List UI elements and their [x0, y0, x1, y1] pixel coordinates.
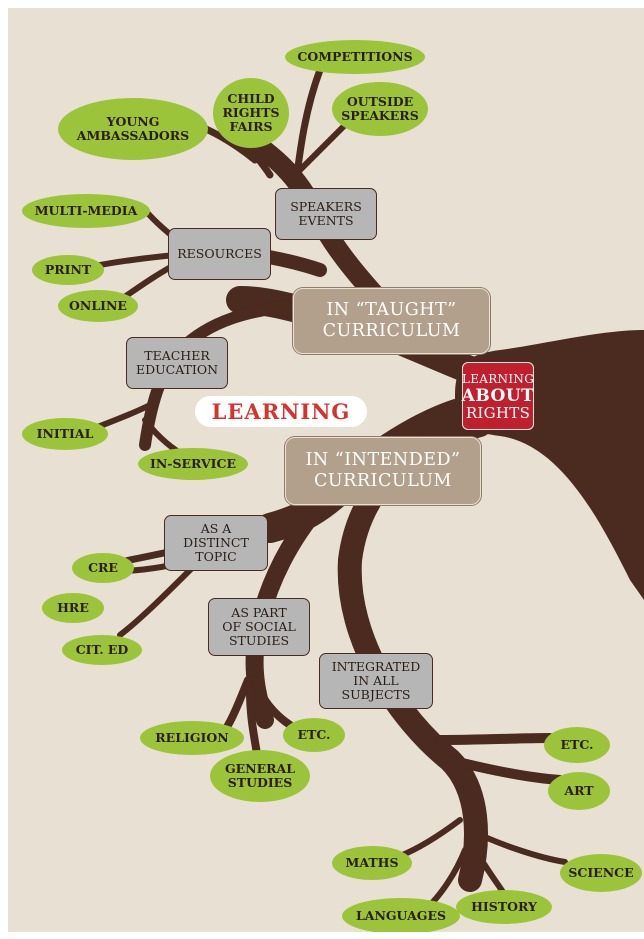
box-taught-curriculum: IN “TAUGHT” CURRICULUM: [293, 288, 490, 354]
leaf-science: SCIENCE: [560, 854, 642, 892]
leaf-young-ambassadors: YOUNG AMBASSADORS: [58, 98, 208, 160]
box-teacher-education: TEACHER EDUCATION: [126, 337, 228, 389]
leaf-history: HISTORY: [456, 890, 552, 924]
center-learning-about-rights: LEARNING ABOUT RIGHTS: [462, 362, 534, 430]
branch-print: [92, 252, 178, 269]
box-resources: RESOURCES: [168, 228, 271, 280]
leaf-maths: MATHS: [332, 846, 412, 880]
box-intended-curriculum: IN “INTENDED” CURRICULUM: [285, 437, 481, 505]
leaf-general-studies: GENERAL STUDIES: [210, 750, 310, 802]
leaf-etc-subjects: ETC.: [544, 727, 610, 763]
center-line-3: RIGHTS: [465, 403, 531, 422]
leaf-cit-ed: CIT. ED: [62, 635, 142, 665]
leaf-in-service: IN-SERVICE: [138, 448, 248, 480]
leaf-multi-media: MULTI-MEDIA: [22, 194, 150, 228]
leaf-art: ART: [548, 772, 610, 810]
branch-etc-subjects: [435, 733, 555, 745]
leaf-religion: RELIGION: [140, 721, 244, 755]
leaf-hre: HRE: [42, 593, 104, 623]
box-distinct-topic: AS A DISTINCT TOPIC: [164, 515, 268, 571]
center-line-2: ABOUT: [461, 385, 535, 406]
branch-competitions: [291, 66, 324, 194]
leaf-competitions: COMPETITIONS: [285, 40, 425, 74]
leaf-outside-speakers: OUTSIDE SPEAKERS: [332, 82, 428, 136]
mind-map-canvas: COMPETITIONS CHILD RIGHTS FAIRS OUTSIDE …: [8, 8, 644, 932]
box-speakers-events: SPEAKERS EVENTS: [275, 188, 377, 240]
branch-initial: [92, 402, 153, 431]
leaf-cre: CRE: [72, 553, 134, 583]
branch-science: [467, 827, 568, 865]
branch-etc-social: [251, 676, 294, 729]
leaf-online: ONLINE: [58, 290, 138, 322]
leaf-print: PRINT: [32, 255, 104, 285]
center-line-1: LEARNING: [461, 371, 535, 386]
leaf-languages: LANGUAGES: [342, 898, 460, 932]
branch-cit: [117, 562, 198, 638]
branch-art: [445, 755, 565, 785]
learning-label: LEARNING: [195, 396, 367, 427]
leaf-child-rights-fairs: CHILD RIGHTS FAIRS: [213, 78, 289, 148]
leaf-initial: INITIAL: [22, 418, 108, 450]
box-social-studies: AS PART OF SOCIAL STUDIES: [208, 598, 310, 656]
branch-religion: [221, 676, 252, 734]
leaf-etc-social: ETC.: [283, 718, 345, 752]
box-all-subjects: INTEGRATED IN ALL SUBJECTS: [319, 653, 433, 709]
branch-maths: [397, 817, 463, 859]
